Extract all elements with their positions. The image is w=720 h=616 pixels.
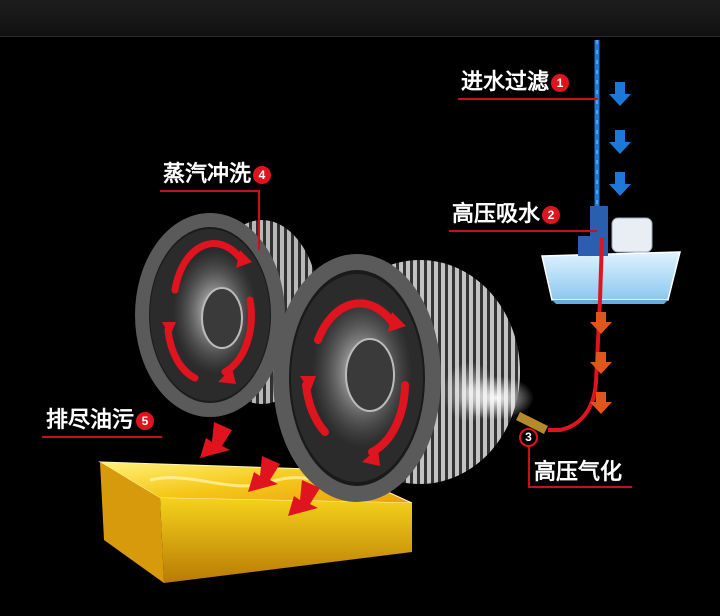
step-5-badge: 5	[136, 412, 155, 430]
step-5-underline	[42, 436, 162, 438]
step-2-text: 高压吸水	[452, 202, 541, 227]
pressure-pipe	[548, 237, 604, 432]
step-4-badge: 4	[253, 166, 272, 184]
step-1-badge: 1	[551, 74, 570, 92]
step-4-text: 蒸汽冲洗	[163, 162, 252, 187]
step-4-underline	[160, 190, 260, 192]
step-3-badge: 3	[519, 428, 538, 447]
steam-jet-icon	[442, 362, 548, 434]
step-5-text: 排尽油污	[46, 408, 135, 433]
water-pump-icon	[541, 206, 681, 304]
step-4-connector	[258, 190, 260, 250]
step-1-text: 进水过滤	[461, 70, 550, 95]
step-3-label: 高压气化	[534, 462, 622, 484]
step-3-connector	[528, 447, 530, 487]
flow-arrow-icon	[590, 312, 612, 414]
flow-arrow-icon	[200, 422, 320, 516]
top-bar	[0, 0, 720, 37]
rotation-arrow-icon	[302, 299, 409, 456]
step-2-badge: 2	[542, 206, 561, 224]
step-1-underline	[458, 98, 598, 100]
rotation-arrow-icon	[164, 240, 255, 382]
flow-arrow-icon	[609, 82, 631, 196]
step-3-underline	[528, 486, 632, 488]
step-3-text: 高压气化	[534, 460, 623, 485]
step-2-underline	[449, 230, 597, 232]
